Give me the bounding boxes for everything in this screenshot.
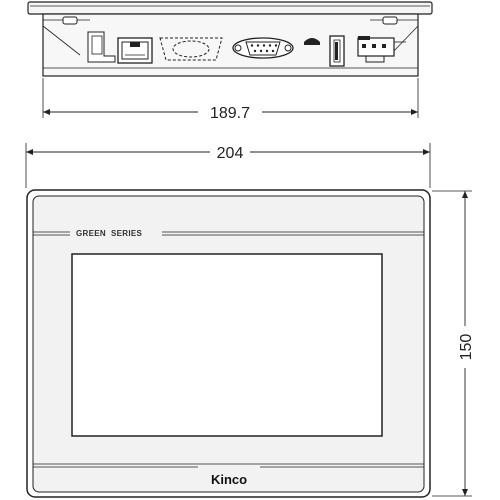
dimension-front-height: 150 — [432, 190, 475, 497]
display-screen — [71, 253, 383, 437]
power-connector-icon — [357, 36, 406, 63]
dimension-label-front-height: 150 — [458, 334, 475, 361]
ethernet-port-icon — [117, 37, 153, 64]
front-view: GREEN SERIES Kinco — [26, 189, 431, 498]
usb-port-icon — [329, 35, 345, 67]
power-terminal — [87, 31, 116, 63]
mount-slot-right — [382, 16, 398, 25]
rear-view — [27, 1, 433, 77]
dimension-front-width: 204 — [25, 143, 431, 188]
series-label: GREEN SERIES — [76, 229, 143, 238]
mini-usb-port-icon — [304, 38, 320, 45]
rear-flange — [27, 1, 433, 15]
rear-body — [42, 13, 419, 77]
db9-port-placeholder — [159, 37, 223, 61]
dimension-rear-width: 189.7 — [42, 78, 419, 122]
serial-port-icon — [232, 37, 294, 59]
dimension-label-front-width: 204 — [217, 145, 244, 162]
brand-logo: Kinco — [211, 472, 247, 487]
dimension-label-rear-width: 189.7 — [210, 105, 250, 122]
mount-slot-left — [62, 16, 78, 25]
